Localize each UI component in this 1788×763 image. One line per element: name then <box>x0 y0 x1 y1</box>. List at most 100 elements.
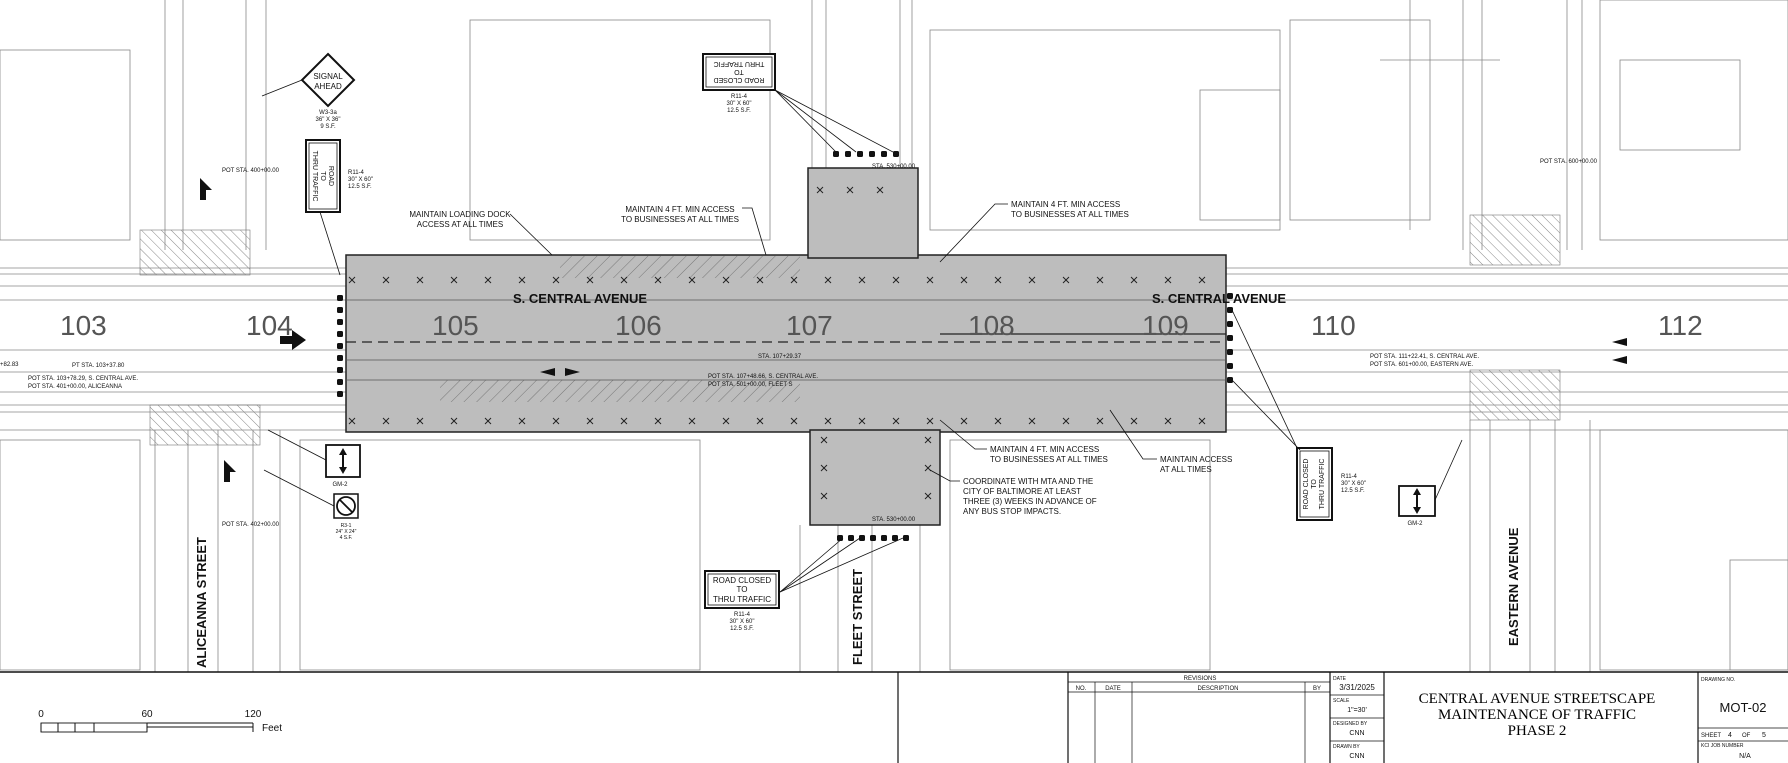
svg-text:TO: TO <box>319 171 326 181</box>
barricade <box>337 367 343 373</box>
drawing-no-label: DRAWING NO. <box>1701 677 1735 683</box>
svg-text:MAINTAIN 4 FT. MIN ACCESS: MAINTAIN 4 FT. MIN ACCESS <box>1011 200 1120 209</box>
barricade <box>903 535 909 541</box>
eastern-crosswalk-north <box>1469 214 1561 266</box>
station-callouts: POT STA. 103+78.29, S. CENTRAL AVE. POT … <box>0 159 1598 528</box>
sheet-label: SHEET <box>1701 733 1721 739</box>
barricade-markers <box>337 151 1233 541</box>
svg-text:AT ALL TIMES: AT ALL TIMES <box>1160 465 1212 474</box>
date-label: DATE <box>1333 676 1347 682</box>
svg-text:R11-4: R11-4 <box>1341 474 1358 480</box>
svg-text:R11-4: R11-4 <box>731 94 748 100</box>
barricade <box>337 331 343 337</box>
svg-text:ACCESS AT ALL TIMES: ACCESS AT ALL TIMES <box>417 220 503 229</box>
sheet-total: 5 <box>1762 732 1766 739</box>
title-line-2: MAINTENANCE OF TRAFFIC <box>1438 707 1636 723</box>
rev-col-by: BY <box>1313 686 1321 692</box>
info-dividers <box>1330 694 1384 742</box>
svg-text:GM-2: GM-2 <box>1408 521 1424 527</box>
svg-text:12.5 S.F.: 12.5 S.F. <box>348 184 372 190</box>
road-closed-sign-west: ROAD TO THRU TRAFFIC R11-4 30" X 60" 12.… <box>305 139 373 213</box>
barricade <box>869 151 875 157</box>
svg-text:COORDINATE WITH MTA AND THE: COORDINATE WITH MTA AND THE <box>963 477 1093 486</box>
barricade <box>337 391 343 397</box>
svg-text:THRU TRAFFIC: THRU TRAFFIC <box>311 151 318 202</box>
station-number: 112 <box>1658 310 1703 341</box>
barricade <box>859 535 865 541</box>
svg-text:THRU TRAFFIC: THRU TRAFFIC <box>1319 459 1326 510</box>
svg-text:30" X 60": 30" X 60" <box>730 619 755 625</box>
svg-text:36" X 36": 36" X 36" <box>316 117 341 123</box>
lane-arrows <box>200 178 1627 482</box>
fleet-street-label: FLEET STREET <box>850 569 865 665</box>
gm2-sign-west: GM-2 <box>325 444 361 488</box>
svg-text:+82.83: +82.83 <box>0 362 19 368</box>
date-value: 3/31/2025 <box>1339 683 1375 692</box>
svg-text:POT STA. 111+22.41, S. CENTRAL: POT STA. 111+22.41, S. CENTRAL AVE. <box>1370 354 1479 360</box>
svg-text:ANY BUS STOP IMPACTS.: ANY BUS STOP IMPACTS. <box>963 507 1061 516</box>
svg-text:POT STA. 601+00.00, EASTERN AV: POT STA. 601+00.00, EASTERN AVE. <box>1370 362 1474 368</box>
svg-text:ROAD: ROAD <box>327 166 334 186</box>
scale-value: 1"=30' <box>1347 707 1367 714</box>
svg-text:ROAD CLOSED: ROAD CLOSED <box>713 576 771 585</box>
station-number: 108 <box>968 310 1015 341</box>
barricade <box>1227 377 1233 383</box>
barricade <box>893 151 899 157</box>
note-loading-dock: MAINTAIN LOADING DOCK ACCESS AT ALL TIME… <box>409 210 553 256</box>
svg-text:TO: TO <box>734 68 744 75</box>
road-closed-sign-north: ROAD CLOSED TO THRU TRAFFIC R11-4 30" X … <box>702 53 776 114</box>
svg-text:PT STA. 103+37.80: PT STA. 103+37.80 <box>72 363 125 369</box>
svg-text:GM-2: GM-2 <box>333 482 349 488</box>
rev-col-date: DATE <box>1105 686 1121 692</box>
barricade <box>337 295 343 301</box>
barricade <box>337 343 343 349</box>
svg-text:POT STA. 400+00.00: POT STA. 400+00.00 <box>222 168 280 174</box>
svg-text:30" X 60": 30" X 60" <box>727 101 752 107</box>
svg-text:R3-1: R3-1 <box>341 523 352 529</box>
svg-text:TO: TO <box>737 585 748 594</box>
svg-text:POT STA. 600+00.00: POT STA. 600+00.00 <box>1540 159 1598 165</box>
barricade <box>1227 363 1233 369</box>
title-line-3: PHASE 2 <box>1508 723 1567 739</box>
note-min-access-3: MAINTAIN 4 FT. MIN ACCESS TO BUSINESSES … <box>939 419 1108 464</box>
svg-text:9 S.F.: 9 S.F. <box>320 124 336 130</box>
central-ave-label-west: S. CENTRAL AVENUE <box>513 291 647 306</box>
svg-text:STA. 530+00.00: STA. 530+00.00 <box>872 517 916 523</box>
station-number: 109 <box>1142 310 1189 341</box>
title-block <box>0 671 1788 763</box>
sheet-number: 4 <box>1728 732 1732 739</box>
barricade <box>1227 293 1233 299</box>
barricade <box>1227 307 1233 313</box>
rev-col-no: NO. <box>1076 686 1087 692</box>
no-turn-sign: R3-1 24" X 24" 4 S.F. <box>333 493 359 541</box>
station-number: 103 <box>60 310 107 341</box>
road-closed-sign-east: ROAD CLOSED TO THRU TRAFFIC R11-4 30" X … <box>1296 447 1366 521</box>
svg-text:STA. 107+29.37: STA. 107+29.37 <box>758 354 802 360</box>
scale-tick-120: 120 <box>245 709 262 720</box>
station-number: 110 <box>1311 310 1356 341</box>
svg-text:ROAD CLOSED: ROAD CLOSED <box>1303 459 1310 510</box>
svg-text:MAINTAIN 4 FT. MIN ACCESS: MAINTAIN 4 FT. MIN ACCESS <box>990 445 1099 454</box>
scale-bar: 0 60 120 Feet <box>38 709 282 734</box>
scale-label: SCALE <box>1333 698 1350 704</box>
work-zone <box>345 167 1227 526</box>
closure-x-marks <box>348 186 1206 500</box>
svg-text:MAINTAIN 4 FT. MIN ACCESS: MAINTAIN 4 FT. MIN ACCESS <box>625 205 734 214</box>
svg-text:R11-4: R11-4 <box>734 612 751 618</box>
road-closed-sign-south: ROAD CLOSED TO THRU TRAFFIC R11-4 30" X … <box>704 570 780 632</box>
svg-text:30" X 60": 30" X 60" <box>348 177 373 183</box>
job-value: N/A <box>1739 753 1751 760</box>
svg-text:R11-4: R11-4 <box>348 170 365 176</box>
sign-leader-lines <box>261 79 1463 593</box>
barricade <box>337 355 343 361</box>
eastern-avenue-label: EASTERN AVENUE <box>1506 527 1521 646</box>
aliceanna-crosswalk-north <box>139 229 251 276</box>
svg-text:30" X 60": 30" X 60" <box>1341 481 1366 487</box>
barricade <box>337 319 343 325</box>
svg-text:THRU TRAFFIC: THRU TRAFFIC <box>713 595 771 604</box>
station-number: 105 <box>432 310 479 341</box>
note-min-access-2: MAINTAIN 4 FT. MIN ACCESS TO BUSINESSES … <box>939 200 1129 263</box>
gm2-sign-east: GM-2 <box>1398 485 1436 527</box>
svg-text:CITY OF BALTIMORE AT LEAST: CITY OF BALTIMORE AT LEAST <box>963 487 1081 496</box>
barricade <box>848 535 854 541</box>
